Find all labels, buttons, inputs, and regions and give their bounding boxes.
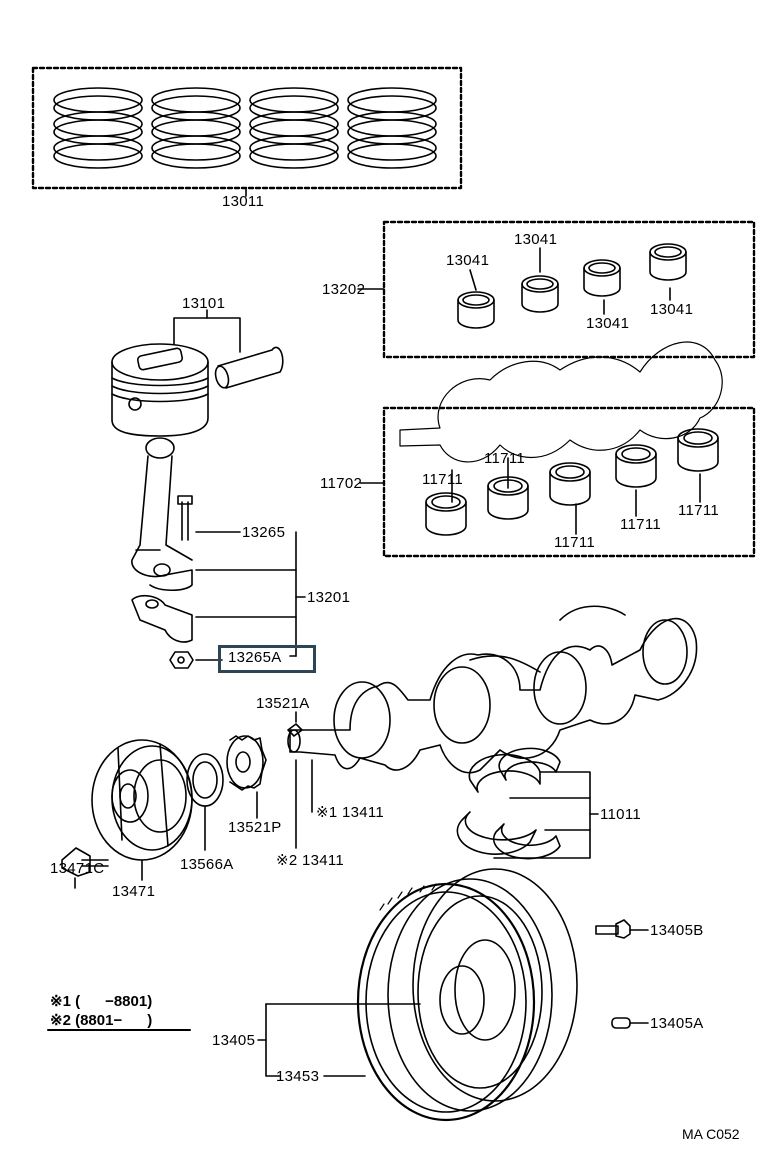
ring-gear [356, 882, 536, 1122]
label-11702: 11702 [320, 475, 363, 492]
label-13101: 13101 [182, 295, 226, 312]
label-13566A: 13566A [180, 856, 234, 873]
label-13411-2: ※2 13411 [276, 852, 345, 869]
label-13471C: 13471C [50, 860, 105, 877]
piston-ring-set-box [31, 66, 463, 190]
pulley-bolt [61, 847, 109, 877]
label-11011: 11011 [600, 806, 641, 823]
diagram-code: MA C052 [682, 1126, 740, 1142]
label-13041-c: 13041 [586, 315, 630, 332]
label-13405: 13405 [212, 1032, 256, 1049]
timing-pulley [226, 735, 267, 791]
label-13411-1: ※1 13411 [316, 804, 385, 821]
label-13265A: 13265A [228, 649, 282, 666]
label-13041-b: 13041 [514, 231, 558, 248]
label-11711-b: 11711 [484, 450, 525, 467]
dowel-pin [611, 1017, 631, 1029]
rod-nut [169, 651, 194, 669]
crankshaft-ghost-outline [399, 341, 723, 463]
label-11711-e: 11711 [678, 502, 719, 519]
label-11711-a: 11711 [422, 471, 463, 488]
key [287, 723, 303, 737]
note-1: ※1 ( −8801) [50, 993, 153, 1010]
connecting-rod [131, 437, 193, 592]
piston-pin [214, 346, 284, 389]
note-2: ※2 (8801− ) [50, 1012, 153, 1029]
rod-bolt [177, 495, 193, 541]
label-13202: 13202 [322, 281, 366, 298]
flywheel-bolt [595, 919, 631, 939]
label-11711-c: 11711 [554, 534, 595, 551]
highlight-box [218, 645, 316, 673]
label-13405B: 13405B [650, 922, 704, 939]
crank-pulley [91, 739, 193, 861]
flywheel [387, 868, 578, 1112]
label-13521A: 13521A [256, 695, 310, 712]
main-bearing-set-box [382, 406, 756, 558]
rod-bearing-set-box [382, 220, 756, 359]
piston-rings [53, 87, 437, 169]
label-13521P: 13521P [228, 819, 282, 836]
label-13453: 13453 [276, 1068, 320, 1085]
main-bearings [425, 428, 719, 536]
label-13265: 13265 [242, 524, 286, 541]
label-13011: 13011 [222, 193, 265, 210]
piston [111, 343, 209, 437]
label-13405A: 13405A [650, 1015, 704, 1032]
label-13041-a: 13041 [446, 252, 490, 269]
label-13471: 13471 [112, 883, 156, 900]
label-11711-d: 11711 [620, 516, 661, 533]
rod-cap [131, 594, 193, 643]
crankshaft [287, 605, 698, 774]
label-13041-d: 13041 [650, 301, 694, 318]
thrust-washers [456, 747, 561, 860]
label-13201: 13201 [307, 589, 351, 606]
rod-bearings [457, 243, 687, 329]
